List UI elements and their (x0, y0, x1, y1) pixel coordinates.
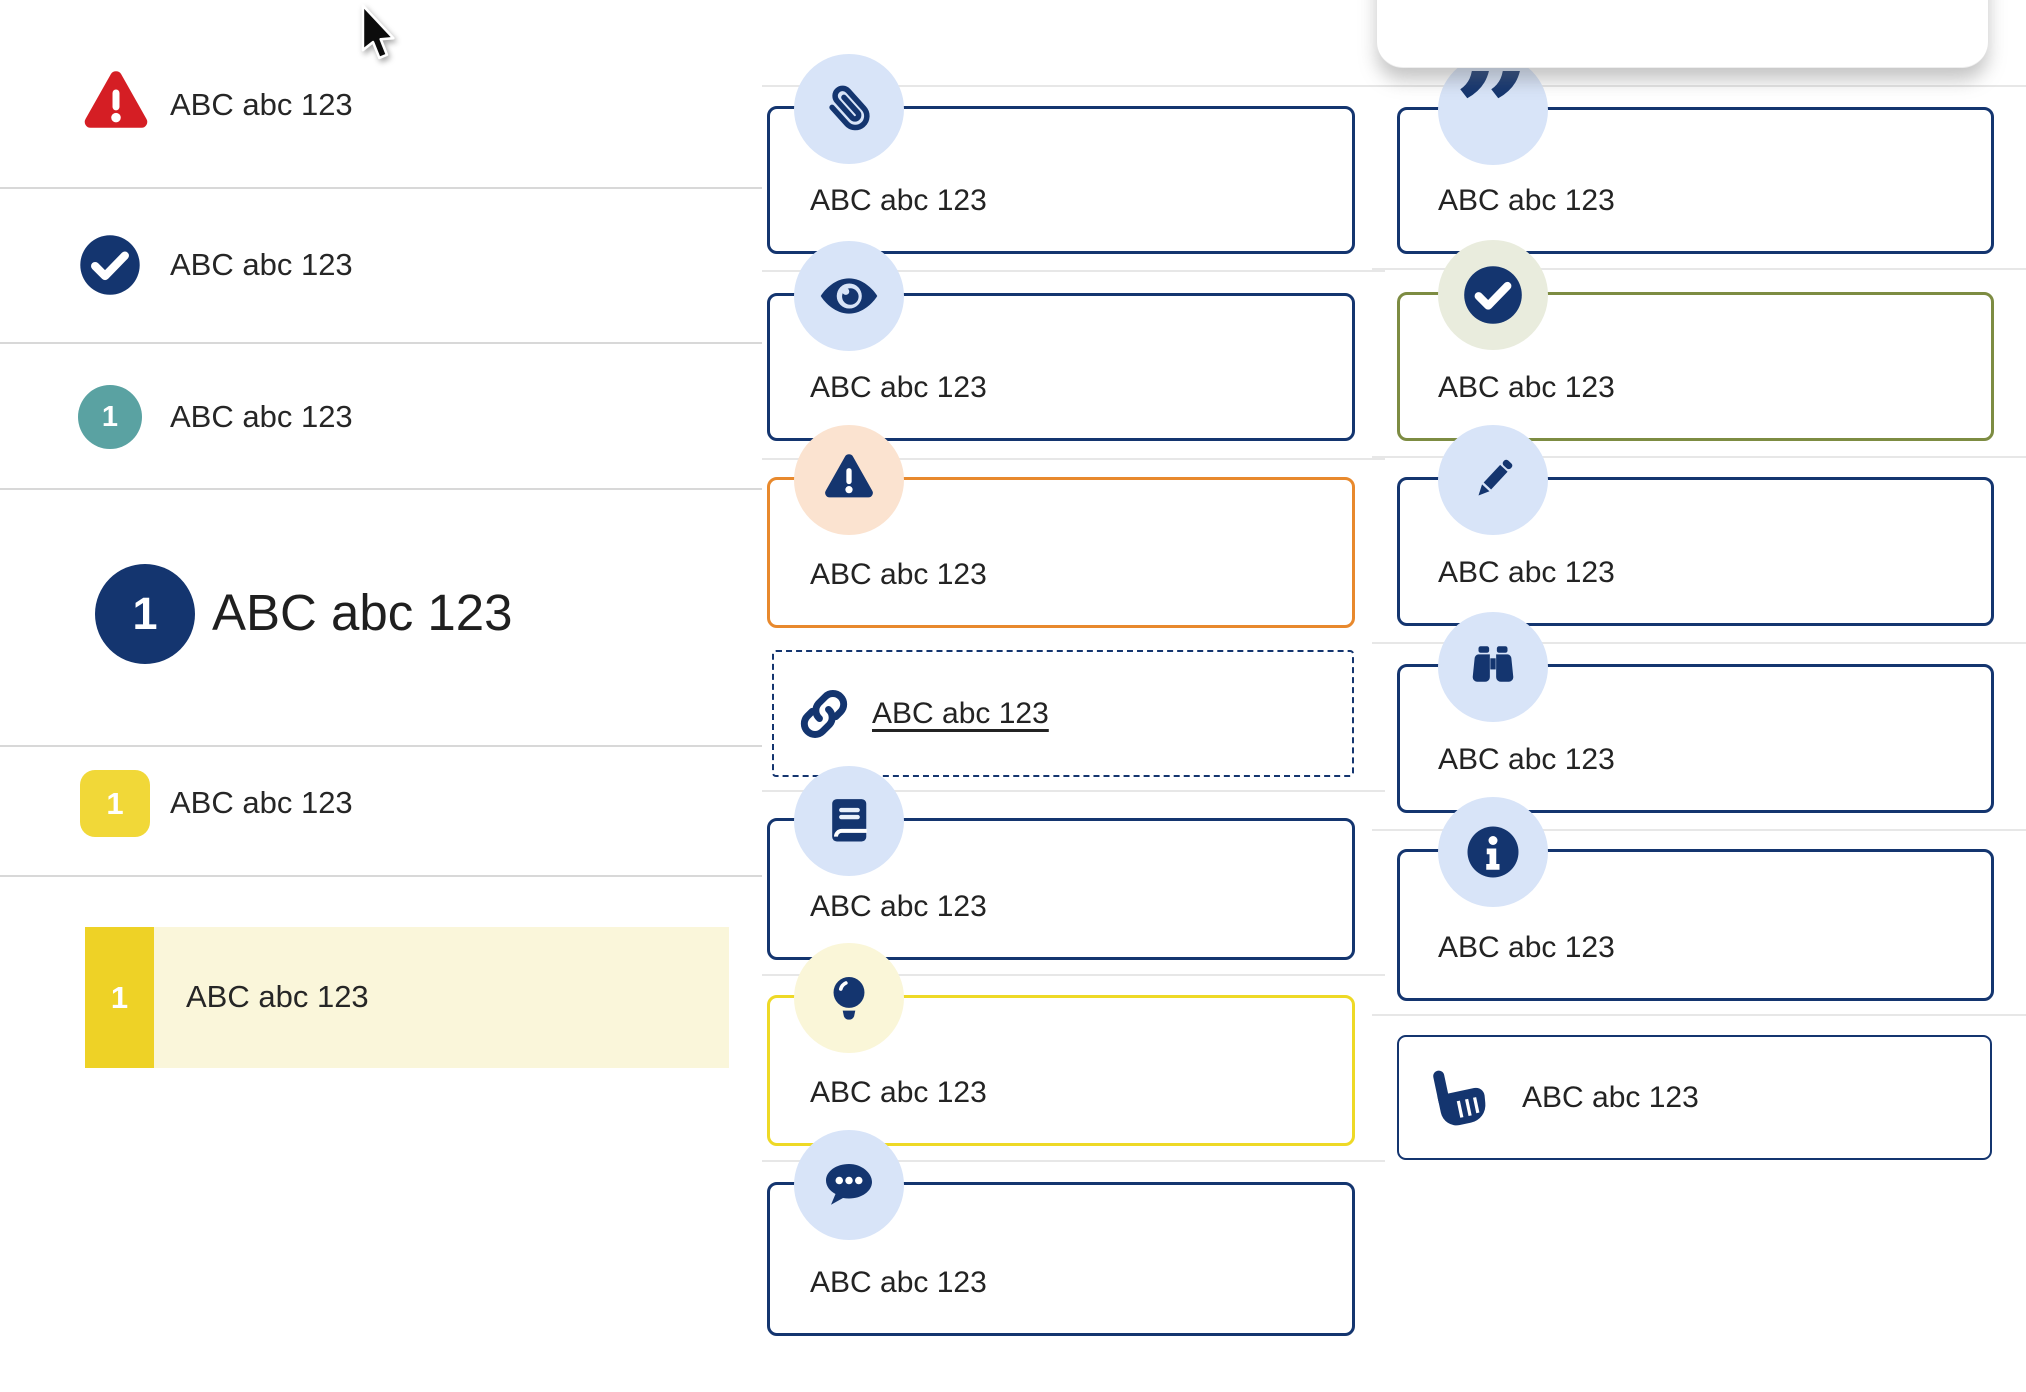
action-callout-card: ABC abc 123 (1397, 1035, 1992, 1160)
warning-callout-card: ABC abc 123 (767, 425, 1355, 628)
link-icon (792, 682, 856, 746)
hand-pointer-icon (1423, 1059, 1493, 1137)
check-circle-icon (77, 232, 143, 298)
card-label: ABC abc 123 (810, 184, 987, 217)
card-label: ABC abc 123 (1438, 184, 1615, 217)
card-label: ABC abc 123 (1438, 931, 1615, 964)
quote-icon: ” (1438, 55, 1548, 165)
list-item-label[interactable]: ABC abc 123 (212, 584, 513, 641)
card-label: ABC abc 123 (810, 371, 987, 404)
divider (0, 875, 762, 877)
divider (762, 270, 1385, 272)
quote-callout-card: ” ABC abc 123 (1397, 55, 1994, 254)
highlighted-list-row[interactable] (85, 927, 729, 1068)
svg-text:”: ” (1454, 71, 1532, 149)
eye-icon (794, 241, 904, 351)
card-link[interactable]: ABC abc 123 (872, 696, 1049, 730)
divider (1372, 268, 2026, 270)
number-badge-teal: 1 (78, 385, 142, 449)
divider (762, 1160, 1385, 1162)
binoculars-icon (1438, 612, 1548, 722)
pencil-icon (1438, 425, 1548, 535)
divider (0, 488, 762, 490)
list-item-label[interactable]: ABC abc 123 (170, 785, 353, 820)
info-callout-card: ABC abc 123 (1397, 797, 1994, 1001)
tip-callout-card: ABC abc 123 (767, 943, 1355, 1146)
info-icon (1438, 797, 1548, 907)
card-label: ABC abc 123 (810, 558, 987, 591)
number-badge-yellow: 1 (80, 770, 150, 837)
check-circle-icon (1438, 240, 1548, 350)
card-label: ABC abc 123 (1438, 556, 1615, 589)
chat-bubble-icon (794, 1130, 904, 1240)
number-badge-yellow: 1 (85, 927, 154, 1068)
list-item-label[interactable]: ABC abc 123 (170, 247, 353, 282)
callout-card: ABC abc 123 (767, 241, 1355, 441)
link-callout-card[interactable]: ABC abc 123 (772, 650, 1354, 777)
scrolled-card-edge (1377, 0, 1988, 68)
warning-triangle-icon (794, 425, 904, 535)
card-label: ABC abc 123 (1438, 743, 1615, 776)
divider (0, 745, 762, 747)
card-label: ABC abc 123 (1522, 1080, 1699, 1114)
callout-card: ABC abc 123 (767, 1130, 1355, 1336)
divider (762, 790, 1385, 792)
list-item-label[interactable]: ABC abc 123 (170, 87, 353, 122)
book-icon (794, 766, 904, 876)
callout-card: ABC abc 123 (767, 766, 1355, 960)
divider (1372, 642, 2026, 644)
divider (762, 458, 1385, 460)
divider (762, 85, 2026, 87)
divider (1372, 456, 2026, 458)
card-label: ABC abc 123 (1438, 371, 1615, 404)
divider (0, 187, 762, 189)
card-label: ABC abc 123 (810, 890, 987, 923)
mouse-cursor-icon (360, 4, 398, 64)
paperclip-icon (794, 54, 904, 164)
card-label: ABC abc 123 (810, 1076, 987, 1109)
divider (762, 974, 1385, 976)
callout-card: ABC abc 123 (767, 54, 1355, 254)
list-item-label[interactable]: ABC abc 123 (186, 979, 369, 1014)
warning-triangle-icon (78, 70, 154, 140)
divider (0, 342, 762, 344)
callout-card: ABC abc 123 (1397, 425, 1994, 626)
callout-card: ABC abc 123 (1397, 612, 1994, 813)
divider (1372, 1014, 2026, 1016)
number-badge-navy-large: 1 (95, 564, 195, 664)
card-label: ABC abc 123 (810, 1266, 987, 1299)
divider (1372, 829, 2026, 831)
list-item-label[interactable]: ABC abc 123 (170, 399, 353, 434)
lightbulb-icon (794, 943, 904, 1053)
success-callout-card: ABC abc 123 (1397, 240, 1994, 441)
